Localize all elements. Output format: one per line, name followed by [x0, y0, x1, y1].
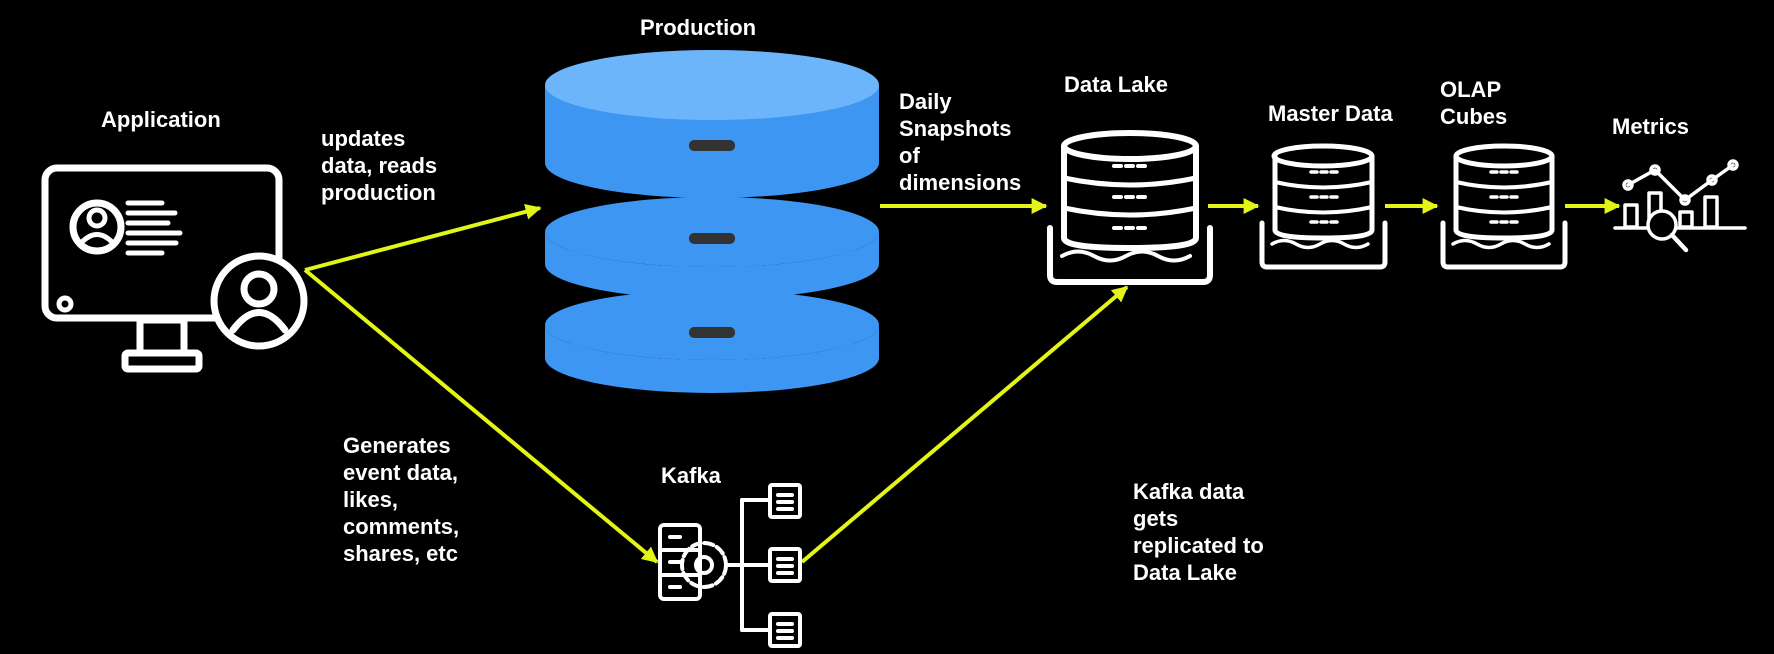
arrow-kafka-to-lake [800, 285, 1129, 564]
data-lake-icon [1047, 130, 1213, 285]
production-to-lake-label: Daily Snapshots of dimensions [899, 88, 1021, 196]
arrow-app-to-production [304, 203, 542, 272]
edge-label-line: gets [1133, 506, 1179, 531]
metrics-chart-icon [1613, 159, 1747, 253]
computer-user-icon [41, 164, 308, 373]
edges [303, 198, 1621, 564]
application-label: Application [101, 107, 221, 132]
edge-label-line: event data, [343, 460, 458, 485]
olap-cubes-label-line: OLAP [1440, 77, 1502, 102]
olap-cubes-label-line: Cubes [1440, 104, 1508, 129]
production-label: Production [640, 15, 757, 40]
kafka-label: Kafka [661, 463, 721, 488]
edge-label-line: shares, etc [343, 541, 458, 566]
edge-label-line: Daily [899, 89, 952, 114]
kafka-icon [658, 483, 802, 648]
edge-label-line: of [899, 143, 920, 168]
edge-label-line: comments, [343, 514, 460, 539]
app-to-kafka-label: Generates event data, likes, comments, s… [343, 432, 459, 567]
edge-label-line: data, reads [321, 153, 438, 178]
data-lake-label: Data Lake [1064, 72, 1168, 97]
master-data-label: Master Data [1268, 101, 1393, 126]
olap-cube-icon [1440, 143, 1568, 270]
edge-label-line: Generates [343, 433, 451, 458]
edge-label-line: updates [321, 126, 406, 151]
kafka-to-lake-label: Kafka data gets replicated to Data Lake [1133, 478, 1264, 586]
master-data-icon [1259, 143, 1388, 270]
app-to-production-label: updates data, reads production [321, 125, 437, 206]
edge-label-line: Data Lake [1133, 560, 1237, 585]
edge-label-line: Kafka data [1133, 479, 1245, 504]
edge-label-line: production [321, 180, 436, 205]
edge-label-line: likes, [343, 487, 399, 512]
database-icon [545, 50, 879, 393]
metrics-label: Metrics [1612, 114, 1690, 139]
edge-label-line: Snapshots [899, 116, 1012, 141]
arrow-app-to-kafka [303, 268, 659, 564]
edge-label-line: dimensions [899, 170, 1022, 195]
edge-label-line: replicated to [1133, 533, 1264, 558]
olap-cubes-label: OLAP Cubes [1440, 76, 1507, 130]
